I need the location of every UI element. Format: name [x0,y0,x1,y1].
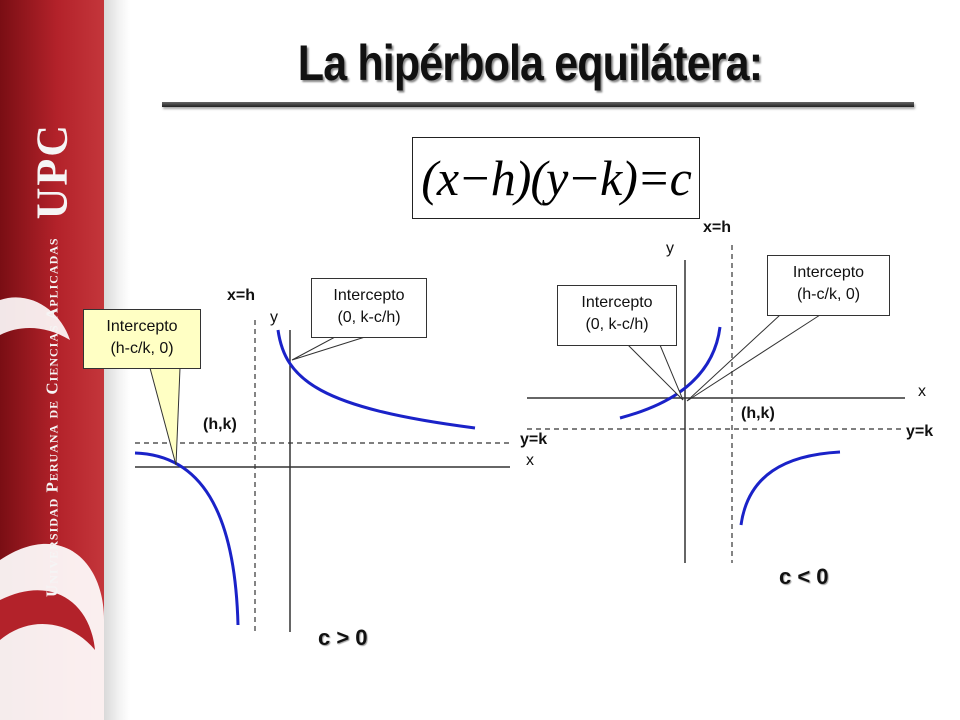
right-y-callout-pointer [627,344,684,401]
callout-value: (h-c/k, 0) [796,286,861,303]
callout-value: (0, k-c/h) [585,316,649,333]
right-center-label: (h,k) [741,405,775,422]
equation-box: (x−h)(y−k)=c [412,137,700,219]
right-y-intercept-callout: Intercepto (0, k-c/h) [557,285,677,346]
callout-title: Intercepto [333,287,405,304]
right-asymptote-v-label: x=h [703,219,732,236]
callout-value: (h-c/k, 0) [110,340,174,357]
callout-pointers [149,314,821,466]
right-y-axis-label: y [666,240,674,257]
left-branch-upper [276,329,476,430]
left-branch-lower [134,451,240,626]
left-graph [134,320,510,632]
left-x-callout-pointer [149,367,181,466]
left-asymptote-v-label: x=h [227,287,256,304]
left-x-intercept-callout: Intercepto (h-c/k, 0) [83,309,201,369]
callout-title: Intercepto [106,318,178,335]
left-center-label: (h,k) [203,416,237,433]
left-case-label: c > 0 [318,625,368,650]
upc-swoosh-logo-icon [0,297,104,720]
left-y-intercept-callout: Intercepto (0, k-c/h) [311,278,427,338]
right-case-label: c < 0 [779,564,829,589]
left-asymptote-h-label: y=k [520,431,548,448]
slide-title: La hipérbola equilátera: [297,35,763,91]
right-x-intercept-callout: Intercepto (h-c/k, 0) [767,255,890,316]
right-x-callout-pointer [686,314,821,402]
left-y-callout-pointer [291,336,366,361]
right-branch-lower [739,450,841,526]
callout-title: Intercepto [792,264,865,281]
callout-value: (0, k-c/h) [337,309,401,326]
title-underline [162,102,914,107]
left-x-axis-label: x [526,452,534,469]
right-asymptote-h-label: y=k [906,423,934,440]
right-x-axis-label: x [918,383,926,400]
left-y-axis-label: y [270,309,278,326]
callout-title: Intercepto [581,294,653,311]
